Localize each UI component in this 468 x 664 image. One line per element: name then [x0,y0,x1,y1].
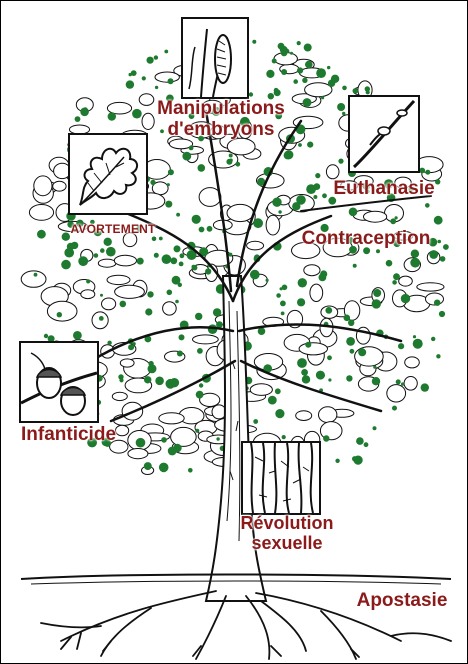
acorn-icon [21,352,97,416]
twig-icon [352,99,416,169]
label-euthanasie: Euthanasie [333,178,435,199]
cattail-box [181,17,249,99]
label-revolution-line1: Révolution [240,513,334,533]
acorn-box [19,341,99,423]
label-apostasie: Apostasie [356,590,448,611]
oak-leaf-box [68,133,148,215]
bark-box [241,441,321,515]
label-manipulations-line1: Manipulations [157,98,285,119]
label-avortement: AVORTEMENT [70,222,156,236]
tree-trunk [204,275,268,602]
tree-branches [89,109,432,423]
label-contraception: Contraception [301,228,431,249]
twig-box [348,95,420,173]
cattail-icon [188,28,232,97]
bark-icon [250,443,314,513]
ground-line [20,573,452,585]
label-revolution-line2: sexuelle [251,533,323,553]
label-infanticide: Infanticide [21,424,117,445]
label-manipulations-line2: d'embryons [167,119,275,140]
oak-leaf-icon [79,147,138,206]
roots [40,590,452,660]
